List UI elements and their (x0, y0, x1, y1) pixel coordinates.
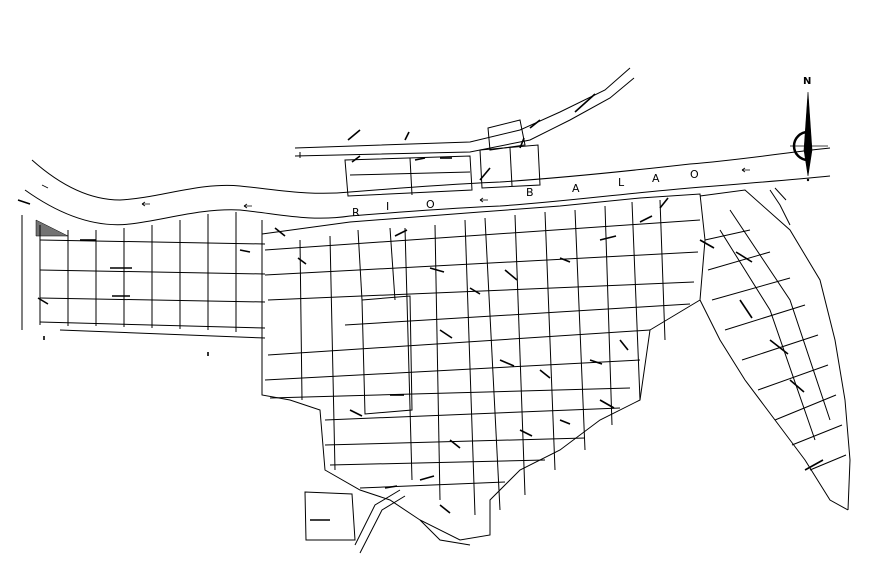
central-street (514, 214, 526, 496)
central-street (464, 219, 476, 516)
street-label-marks (17, 93, 824, 521)
central-street (267, 281, 695, 301)
river-letter: L (618, 176, 625, 189)
eastern-street (724, 304, 806, 331)
river-letter: B (526, 186, 535, 199)
eastern-street (729, 209, 831, 421)
central-street (359, 481, 506, 489)
central-street (357, 229, 363, 301)
river-south-bank (24, 175, 831, 226)
river (24, 147, 831, 226)
northern-block (487, 119, 526, 151)
road-north-edge (294, 77, 635, 157)
eastern-road (769, 189, 791, 226)
central-street (404, 227, 413, 481)
river-letter: A (652, 172, 661, 185)
northern-street (349, 171, 471, 176)
north-arrow-icon (803, 91, 813, 177)
central-street (264, 359, 641, 381)
southern-road (419, 519, 471, 546)
flow-arrow-icon (479, 197, 488, 203)
eastern-boundary (699, 189, 851, 511)
flow-arrow-icon (41, 184, 49, 189)
central-street (324, 437, 586, 446)
eastern-district (699, 187, 851, 511)
central-street (631, 201, 641, 401)
river-label: R I O B A L A O (352, 168, 700, 219)
river-letter: R (352, 206, 361, 219)
northern-street (509, 147, 513, 187)
central-street (324, 407, 621, 421)
central-plaza (361, 295, 413, 415)
southern-district (304, 489, 471, 554)
flow-arrow-icon (741, 167, 750, 173)
southern-road (359, 495, 406, 554)
eastern-street (711, 277, 791, 301)
central-district (261, 193, 706, 541)
river-flow-arrows (41, 167, 750, 209)
river-north-bank (31, 147, 831, 201)
river-letter: I (386, 200, 390, 213)
central-street (389, 227, 396, 301)
central-street (484, 217, 501, 511)
central-street (299, 239, 303, 401)
west-boundary (59, 329, 266, 339)
central-street (434, 224, 441, 501)
central-street (544, 211, 556, 471)
central-street (574, 209, 586, 451)
river-letter: O (426, 198, 436, 211)
northern-block (479, 144, 541, 189)
southern-road (354, 489, 401, 546)
northern-roads (294, 67, 635, 197)
north-label: N (803, 76, 811, 87)
southern-block (304, 491, 356, 541)
river-letter: A (572, 182, 581, 195)
compass-tick (806, 178, 810, 182)
central-street (659, 199, 666, 341)
central-street (267, 329, 651, 356)
northern-street (409, 157, 413, 196)
eastern-street (719, 229, 816, 441)
flow-arrow-icon (141, 201, 150, 207)
central-street (329, 235, 336, 471)
eastern-street (774, 394, 837, 421)
river-letter: O (690, 168, 700, 181)
western-district (21, 212, 266, 339)
eastern-street (704, 229, 751, 241)
eastern-street (809, 454, 847, 471)
central-boundary (261, 193, 706, 541)
central-street (269, 387, 631, 399)
central-street (264, 251, 699, 276)
central-street (329, 459, 546, 466)
central-street (604, 205, 613, 426)
eastern-street (791, 424, 843, 446)
compass: N (790, 76, 828, 182)
central-street (344, 303, 691, 326)
eastern-boundary (699, 299, 849, 511)
eastern-road (774, 187, 787, 201)
flow-arrow-icon (243, 203, 252, 209)
hatched-park (35, 219, 69, 237)
northern-block (344, 155, 473, 197)
central-street (264, 219, 701, 251)
